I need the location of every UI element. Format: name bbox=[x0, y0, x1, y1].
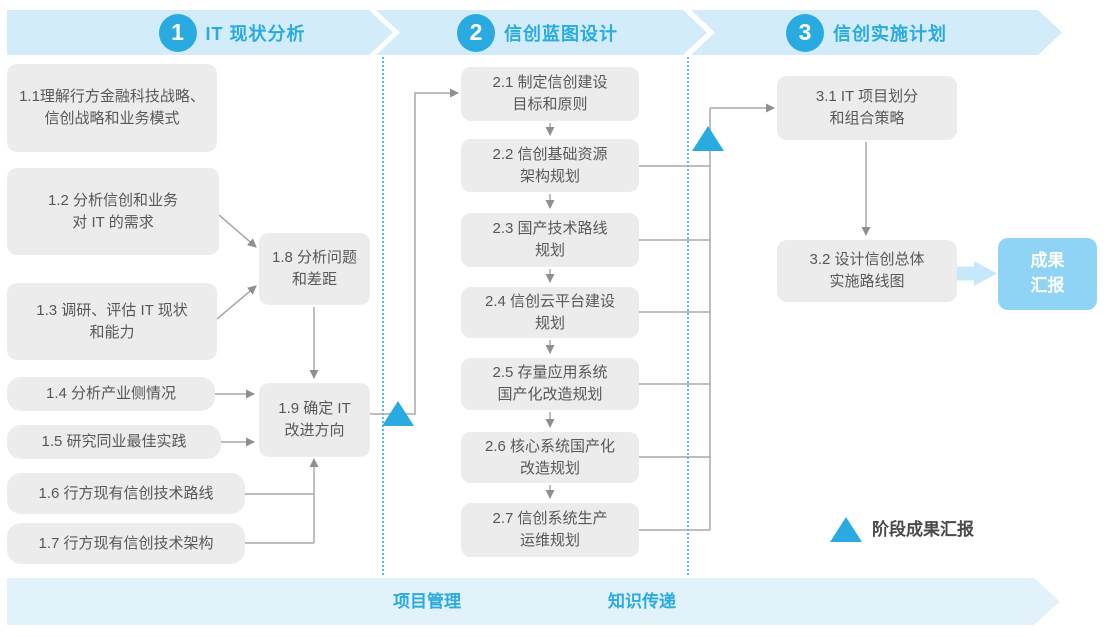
task-3-2-line1: 3.2 设计信创总体 bbox=[809, 251, 925, 269]
task-2-1-line1: 2.1 制定信创建设 bbox=[492, 74, 608, 92]
phase-1-number-badge: 1 bbox=[159, 14, 197, 52]
task-1-1-line2: 信创战略和业务模式 bbox=[44, 110, 180, 127]
phase1-connectors bbox=[215, 88, 459, 544]
phase-2-title: 信创蓝图设计 bbox=[504, 23, 618, 44]
result-report-line1: 成果 bbox=[1030, 251, 1065, 271]
phase-3-number-badge: 3 bbox=[786, 14, 824, 52]
footer-label-project-management: 项目管理 bbox=[393, 592, 461, 611]
task-1-9: 1.9 确定 IT 改进方向 bbox=[259, 383, 370, 457]
task-3-1: 3.1 IT 项目划分 和组合策略 bbox=[777, 76, 957, 140]
phase-1-title: IT 现状分析 bbox=[205, 23, 306, 44]
phase-banner-2: 2 信创蓝图设计 bbox=[376, 10, 707, 55]
task-1-3: 1.3 调研、评估 IT 现状 和能力 bbox=[7, 283, 217, 360]
phase-banner-2-content: 2 信创蓝图设计 bbox=[372, 10, 703, 55]
arrow-1-3-to-1-8 bbox=[216, 285, 257, 320]
task-1-1: 1.1理解行方金融科技战略、 信创战略和业务模式 bbox=[7, 64, 217, 152]
task-1-1-line1: 1.1理解行方金融科技战略、 bbox=[19, 88, 205, 106]
result-report-line2: 汇报 bbox=[1030, 276, 1065, 295]
phase-1-number: 1 bbox=[171, 19, 184, 45]
task-2-6-line2: 改造规划 bbox=[519, 459, 580, 477]
task-2-7-line2: 运维规划 bbox=[519, 532, 580, 549]
arrow-1-2-to-1-8 bbox=[218, 214, 257, 248]
footer-banner: 项目管理 知识传递 bbox=[7, 578, 1060, 625]
phase3-connectors bbox=[861, 142, 997, 286]
phase-3-number: 3 bbox=[798, 19, 812, 45]
task-2-3-line1: 2.3 国产技术路线 bbox=[492, 220, 608, 238]
task-2-2: 2.2 信创基础资源 架构规划 bbox=[461, 139, 639, 192]
phase-banner-1-content: 1 IT 现状分析 bbox=[39, 10, 425, 55]
task-2-3-line2: 规划 bbox=[534, 242, 565, 259]
milestone-triangle-phase1-icon bbox=[382, 401, 414, 426]
phase2-connectors bbox=[545, 103, 775, 531]
arrow-3-2-to-result bbox=[955, 261, 997, 286]
task-1-4: 1.4 分析产业侧情况 bbox=[7, 377, 215, 411]
footer-label-knowledge-transfer: 知识传递 bbox=[608, 592, 676, 611]
task-2-6-line1: 2.6 核心系统国产化 bbox=[484, 437, 616, 455]
task-1-8-line1: 1.8 分析问题 bbox=[271, 249, 358, 267]
phase-2-number: 2 bbox=[469, 19, 483, 45]
task-1-5-line1: 1.5 研究同业最佳实践 bbox=[41, 433, 187, 451]
task-1-2: 1.2 分析信创和业务 对 IT 的需求 bbox=[7, 168, 219, 255]
task-2-3: 2.3 国产技术路线 规划 bbox=[461, 213, 639, 267]
task-2-5-line2: 国产化改造规划 bbox=[497, 386, 603, 403]
task-1-9-line1: 1.9 确定 IT bbox=[278, 400, 351, 418]
result-report-box: 成果 汇报 bbox=[998, 238, 1097, 310]
legend-label: 阶段成果汇报 bbox=[872, 520, 974, 539]
task-1-4-line1: 1.4 分析产业侧情况 bbox=[45, 385, 177, 403]
task-2-4: 2.4 信创云平台建设 规划 bbox=[461, 287, 639, 338]
task-1-2-line2: 对 IT 的需求 bbox=[72, 213, 154, 231]
task-1-8: 1.8 分析问题 和差距 bbox=[259, 233, 370, 305]
task-2-2-line1: 2.2 信创基础资源 bbox=[492, 145, 608, 163]
milestone-triangle-phase2-icon bbox=[692, 126, 724, 151]
task-1-3-line1: 1.3 调研、评估 IT 现状 bbox=[36, 301, 188, 319]
phase-banner-1: 1 IT 现状分析 bbox=[7, 10, 393, 55]
task-2-4-line1: 2.4 信创云平台建设 bbox=[484, 292, 616, 310]
phase-separator-2 bbox=[687, 57, 689, 575]
task-1-2-line1: 1.2 分析信创和业务 bbox=[47, 191, 179, 209]
task-2-6: 2.6 核心系统国产化 改造规划 bbox=[461, 432, 639, 483]
task-2-7-line1: 2.7 信创系统生产 bbox=[492, 510, 608, 528]
task-3-2: 3.2 设计信创总体 实施路线图 bbox=[777, 240, 957, 302]
phase-banner-3-content: 3 信创实施计划 bbox=[681, 10, 1052, 55]
task-3-1-line1: 3.1 IT 项目划分 bbox=[815, 88, 919, 106]
task-1-9-line2: 改进方向 bbox=[284, 422, 345, 439]
task-1-8-line2: 和差距 bbox=[291, 271, 337, 288]
arrow-1-9-to-2-1 bbox=[370, 88, 459, 415]
task-1-3-line2: 和能力 bbox=[89, 323, 135, 341]
task-2-7: 2.7 信创系统生产 运维规划 bbox=[461, 503, 639, 557]
task-1-6-line1: 1.6 行方现有信创技术路线 bbox=[38, 484, 214, 502]
phase-banner-3: 3 信创实施计划 bbox=[691, 10, 1062, 55]
task-2-1: 2.1 制定信创建设 目标和原则 bbox=[461, 67, 639, 121]
task-2-1-line2: 目标和原则 bbox=[512, 96, 588, 113]
phase-2-number-badge: 2 bbox=[457, 14, 495, 52]
task-2-2-line2: 架构规划 bbox=[519, 167, 580, 185]
task-3-2-line2: 实施路线图 bbox=[829, 273, 905, 290]
task-3-1-line2: 和组合策略 bbox=[829, 110, 905, 127]
task-1-7-line1: 1.7 行方现有信创技术架构 bbox=[38, 534, 214, 552]
phase-3-title: 信创实施计划 bbox=[833, 23, 947, 44]
task-1-7: 1.7 行方现有信创技术架构 bbox=[7, 523, 245, 564]
phase-separator-1 bbox=[382, 57, 384, 575]
task-1-5: 1.5 研究同业最佳实践 bbox=[7, 425, 221, 459]
legend-triangle-icon bbox=[830, 517, 862, 542]
task-2-5: 2.5 存量应用系统 国产化改造规划 bbox=[461, 358, 639, 410]
task-2-5-line1: 2.5 存量应用系统 bbox=[492, 364, 608, 382]
task-2-4-line2: 规划 bbox=[534, 314, 565, 332]
task-1-6: 1.6 行方现有信创技术路线 bbox=[7, 473, 245, 514]
